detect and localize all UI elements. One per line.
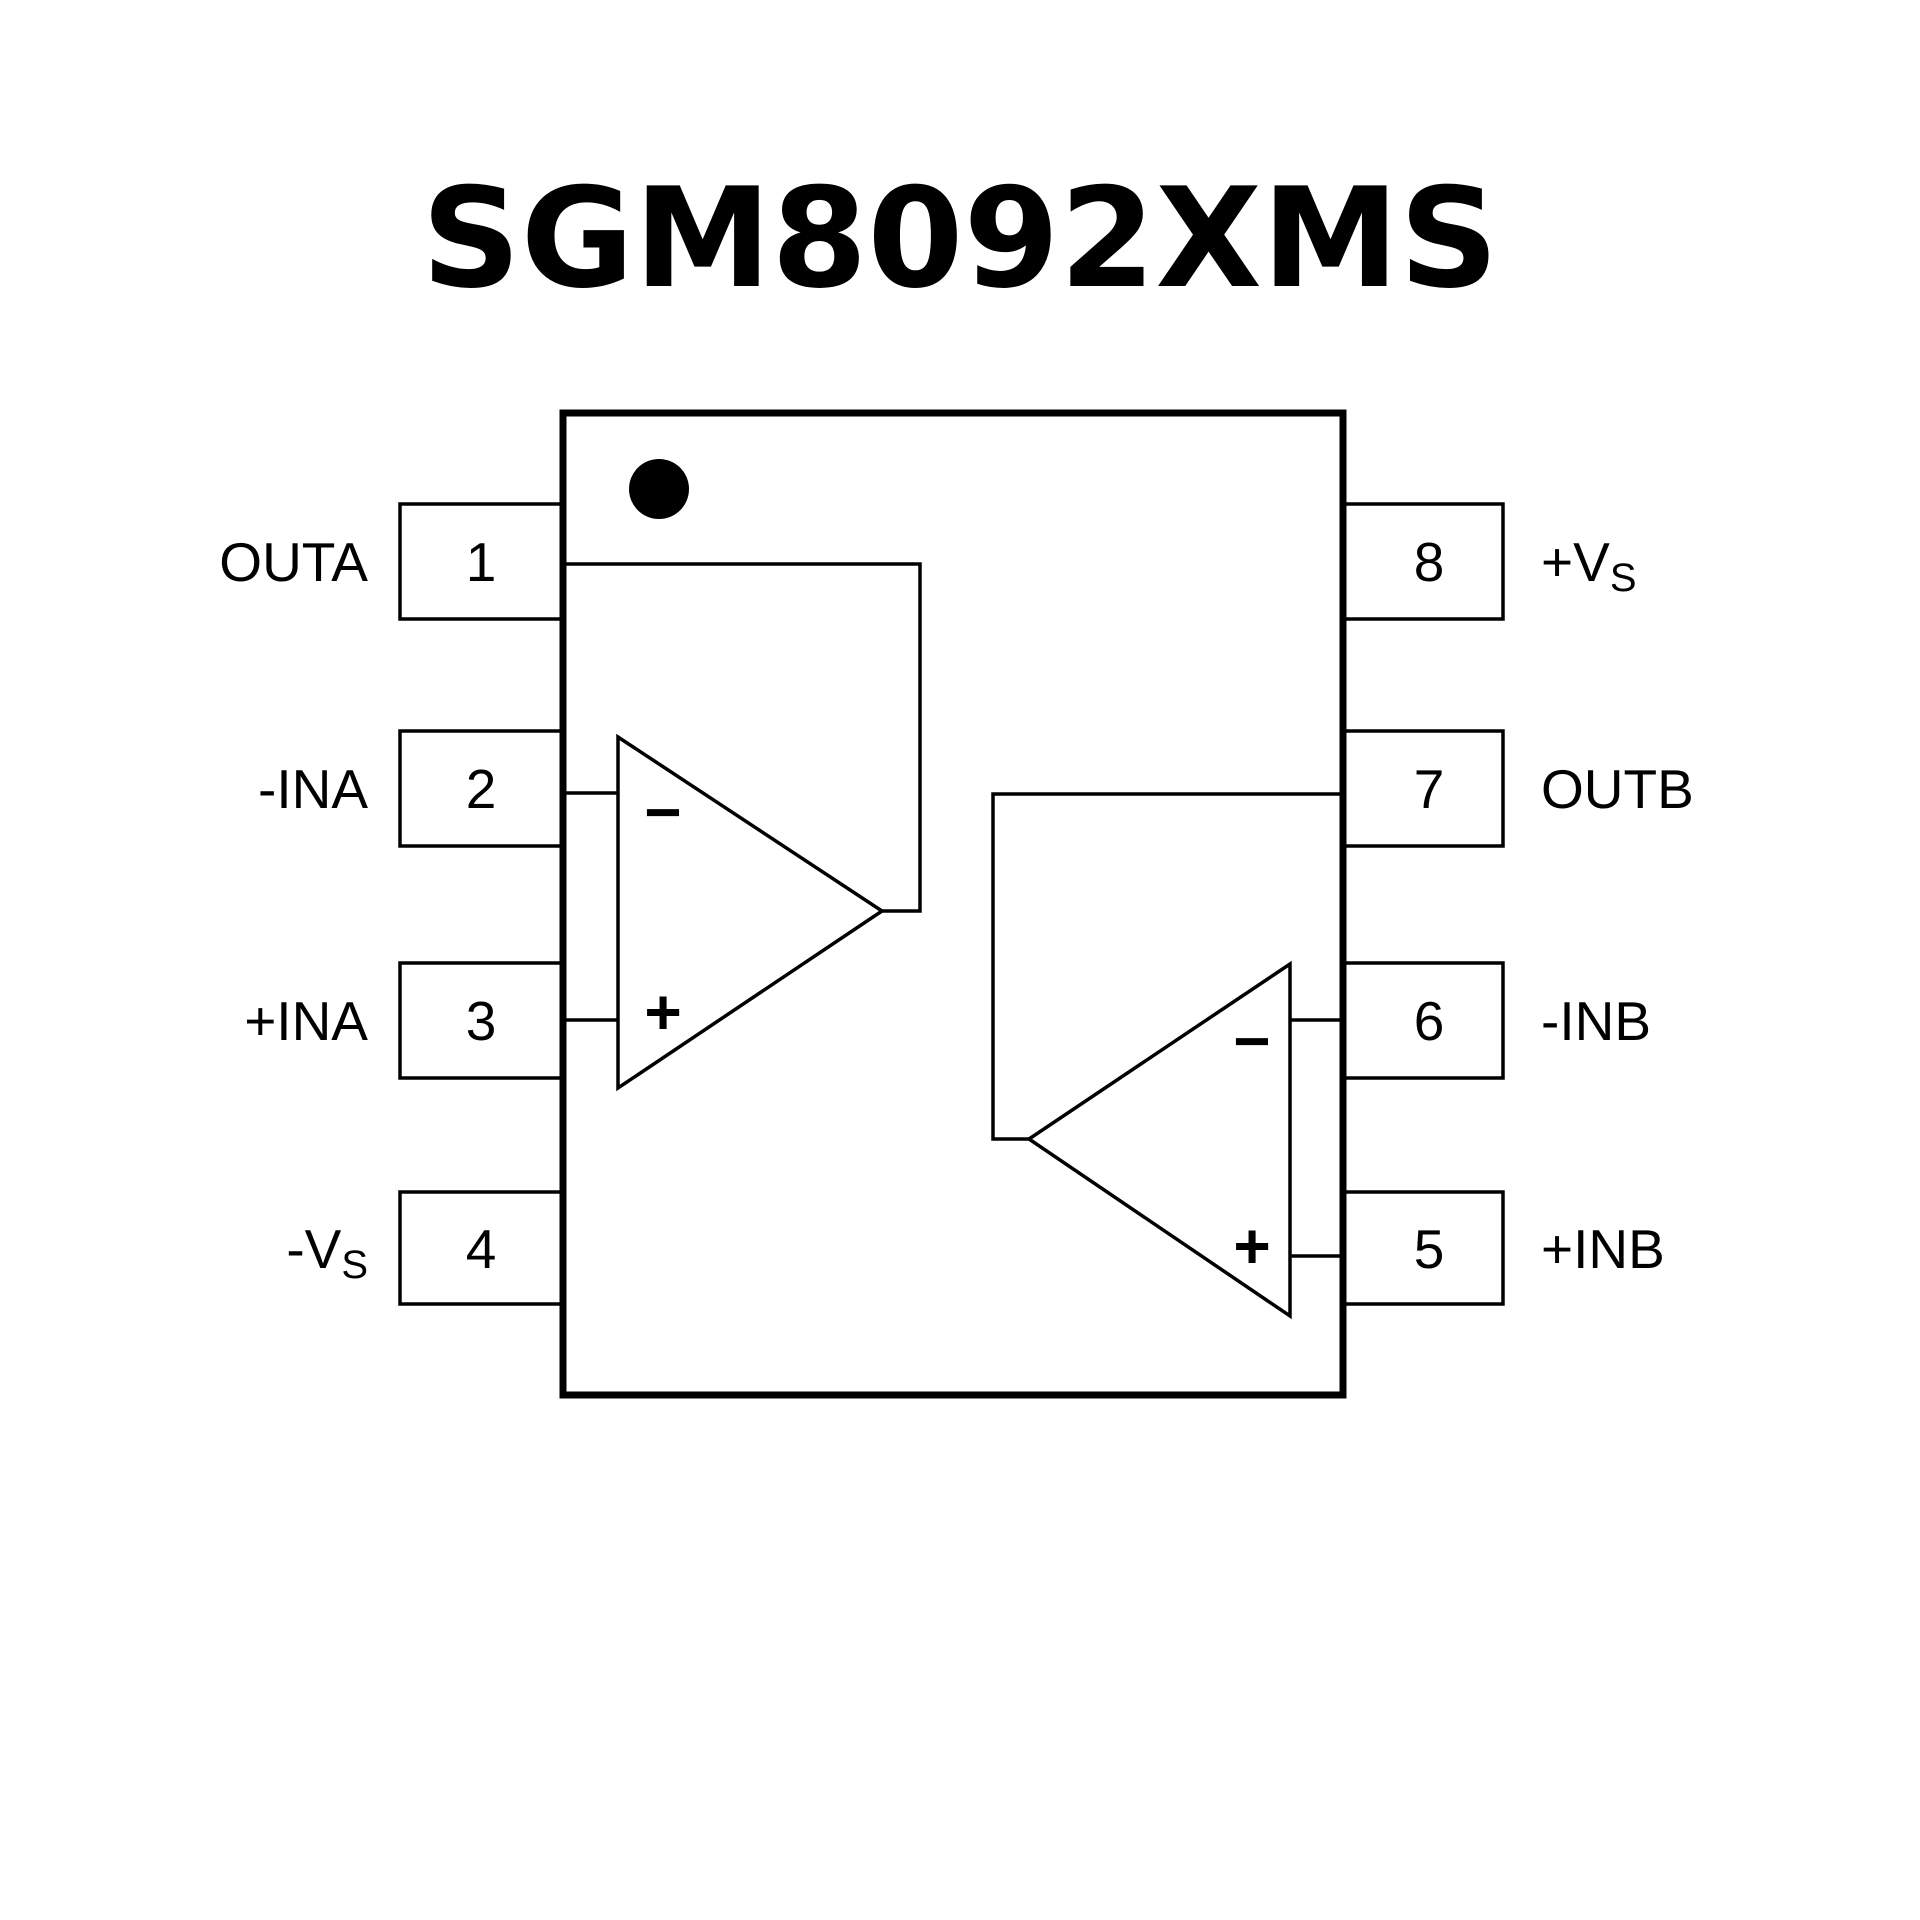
minus-sign-a: − — [644, 776, 681, 848]
pin-6: 6 -INB — [1341, 961, 1651, 1080]
pin-number: 6 — [1414, 990, 1445, 1052]
pin-3: 3 +INA — [244, 961, 565, 1080]
chip-title: SGM8092XMS — [421, 158, 1498, 319]
pin-number: 8 — [1414, 531, 1445, 593]
op-amp-a-triangle-icon — [616, 733, 886, 1092]
pin-number: 4 — [466, 1218, 497, 1280]
plus-sign-a: + — [644, 976, 681, 1048]
pin-label: OUTB — [1541, 758, 1694, 820]
chip-body — [559, 409, 1347, 1399]
pin-number: 3 — [466, 990, 497, 1052]
pin-box — [398, 729, 565, 848]
feedback-wire-a — [563, 562, 922, 913]
pin-box — [398, 502, 565, 621]
pin-4: 4 -VS — [286, 1190, 565, 1306]
pin-label: -INA — [258, 758, 368, 820]
pin-8: 8 +VS — [1341, 502, 1637, 621]
pin-box — [1341, 729, 1505, 848]
pin-5: 5 +INB — [1341, 1190, 1665, 1306]
pin-2: 2 -INA — [258, 729, 565, 848]
pin-box — [398, 1190, 565, 1306]
pin-number: 1 — [466, 531, 497, 593]
pin-label: +INA — [244, 990, 368, 1052]
pin-number: 5 — [1414, 1218, 1445, 1280]
minus-sign-b: − — [1233, 1005, 1270, 1077]
op-amp-b-triangle-icon — [1025, 960, 1292, 1320]
op-amp-b: − + — [991, 792, 1343, 1320]
pin-label: -INB — [1541, 990, 1651, 1052]
pin-label: OUTA — [219, 531, 368, 593]
pin-label: +VS — [1541, 531, 1637, 600]
op-amp-a: − + — [563, 562, 922, 1092]
pin-label: +INB — [1541, 1218, 1665, 1280]
pin-number: 7 — [1414, 758, 1445, 820]
pin-box — [1341, 502, 1505, 621]
pin-label: -VS — [286, 1218, 368, 1287]
pin-1: 1 OUTA — [219, 502, 565, 621]
pin-1-dot-icon — [629, 459, 689, 519]
feedback-wire-b — [991, 792, 1343, 1141]
plus-sign-b: + — [1233, 1210, 1270, 1282]
pin-number: 2 — [466, 758, 497, 820]
pin-7: 7 OUTB — [1341, 729, 1694, 848]
pin-box — [1341, 1190, 1505, 1306]
